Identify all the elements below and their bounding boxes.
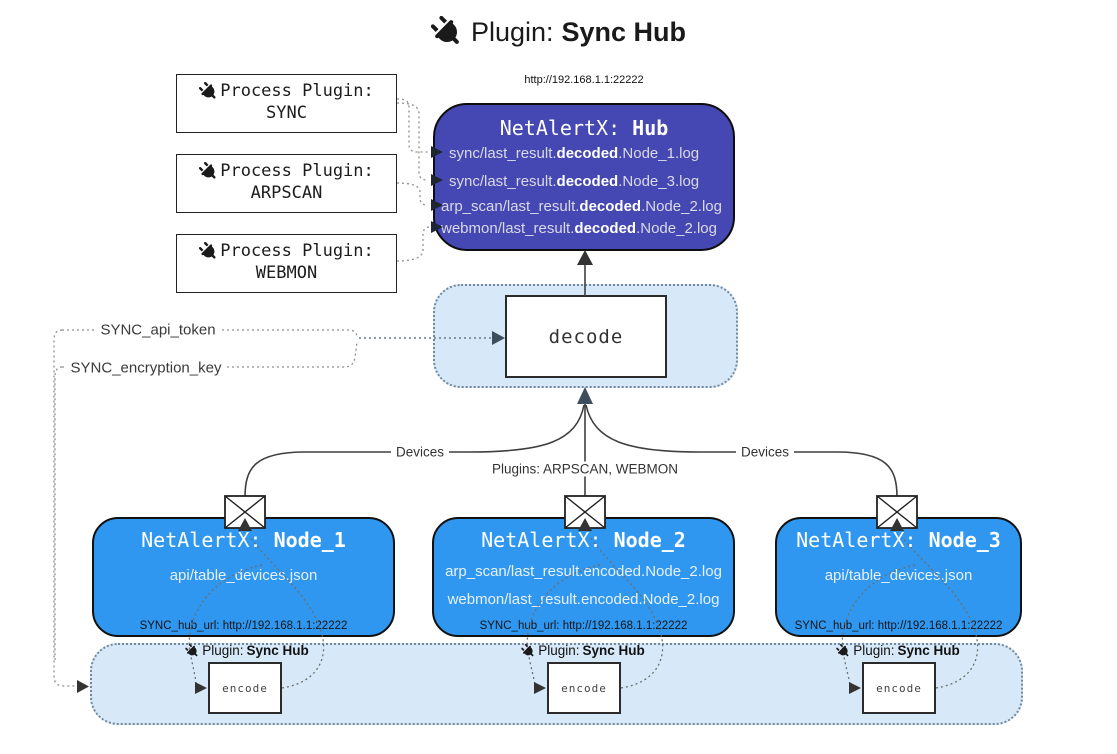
decode-box: decode <box>505 295 667 378</box>
edge-label-plugins-center: Plugins: ARPSCAN, WEBMON <box>486 461 684 477</box>
node-line: api/table_devices.json <box>169 567 318 584</box>
node-box-node2: NetAlertX: Node_2 arp_scan/last_result.e… <box>432 517 735 637</box>
sync-hub-plugin-label: Plugin: Sync Hub <box>185 643 309 658</box>
plugin-label-name: Sync Hub <box>897 643 960 658</box>
process-plugin-label: Process Plugin: <box>220 241 374 261</box>
hub-title-name: Hub <box>632 116 669 140</box>
hub-log-line: arp_scan/last_result.decoded.Node_2.log <box>441 198 722 215</box>
plugin-label-name: Sync Hub <box>582 643 645 658</box>
node-hub-url: SYNC_hub_url: http://192.168.1.1:22222 <box>139 620 348 632</box>
plugin-label-prefix: Plugin: <box>853 643 895 658</box>
node-title-name: Node_3 <box>928 528 1001 552</box>
hub-log-line: sync/last_result.decoded.Node_3.log <box>449 173 700 190</box>
node-hub-url: SYNC_hub_url: http://192.168.1.1:22222 <box>794 620 1003 632</box>
process-plugin-box-arpscan: Process Plugin: ARPSCAN <box>176 154 397 213</box>
encode-box: encode <box>862 662 936 714</box>
sync-hub-plugin-label: Plugin: Sync Hub <box>521 643 645 658</box>
plug-icon <box>199 161 219 181</box>
process-plugin-box-sync: Process Plugin: SYNC <box>176 74 397 133</box>
plugin-label-prefix: Plugin: <box>202 643 244 658</box>
node-line: api/table_devices.json <box>824 567 973 584</box>
edge-label-devices-right: Devices <box>735 444 795 460</box>
sync-hub-plugin-label: Plugin: Sync Hub <box>836 643 960 658</box>
encode-box: encode <box>547 662 621 714</box>
plugin-label-prefix: Plugin: <box>538 643 580 658</box>
hub-url-label: http://192.168.1.1:22222 <box>524 74 644 86</box>
wires-nodes-to-decode <box>244 387 898 498</box>
page-title-prefix: Plugin: <box>470 16 554 47</box>
plug-icon <box>199 81 219 101</box>
edge-label-devices-left: Devices <box>390 444 450 460</box>
process-plugin-label: Process Plugin: <box>220 161 374 181</box>
process-plugin-name: SYNC <box>266 103 307 123</box>
plug-icon <box>185 643 200 658</box>
node-box-node1: NetAlertX: Node_1 api/table_devices.json… <box>92 517 395 637</box>
page-title-name: Sync Hub <box>561 16 687 47</box>
plug-icon <box>836 643 851 658</box>
node-title-prefix: NetAlertX: <box>796 528 929 552</box>
node-box-node3: NetAlertX: Node_3 api/table_devices.json… <box>775 517 1022 637</box>
process-plugin-box-webmon: Process Plugin: WEBMON <box>176 234 397 293</box>
node-title-prefix: NetAlertX: <box>481 528 614 552</box>
node-title-name: Node_2 <box>613 528 686 552</box>
page-title: Plugin: Sync Hub <box>0 16 1117 48</box>
plug-icon <box>521 643 536 658</box>
plug-icon <box>199 241 219 261</box>
hub-title-prefix: NetAlertX: <box>499 116 633 140</box>
hub-log-line: sync/last_result.decoded.Node_1.log <box>449 145 700 162</box>
process-plugin-label: Process Plugin: <box>220 81 374 101</box>
hub-log-line: webmon/last_result.decoded.Node_2.log <box>441 220 717 237</box>
node-title-prefix: NetAlertX: <box>141 528 274 552</box>
wires-keys <box>53 329 505 693</box>
hub-title: NetAlertX: Hub <box>435 116 733 140</box>
process-plugin-name: WEBMON <box>255 263 318 283</box>
plug-icon <box>430 16 463 48</box>
node-line: arp_scan/last_result.encoded.Node_2.log <box>445 563 722 580</box>
node-line: webmon/last_result.encoded.Node_2.log <box>447 591 720 608</box>
process-plugin-name: ARPSCAN <box>250 183 323 203</box>
plugin-label-name: Sync Hub <box>246 643 309 658</box>
encode-box: encode <box>208 662 282 714</box>
node-hub-url: SYNC_hub_url: http://192.168.1.1:22222 <box>479 620 688 632</box>
hub-box: NetAlertX: Hub sync/last_result.decoded.… <box>433 103 735 251</box>
sync-encryption-key-label: SYNC_encryption_key <box>65 359 227 377</box>
sync-api-token-label: SYNC_api_token <box>95 321 221 339</box>
node-title-name: Node_1 <box>273 528 346 552</box>
